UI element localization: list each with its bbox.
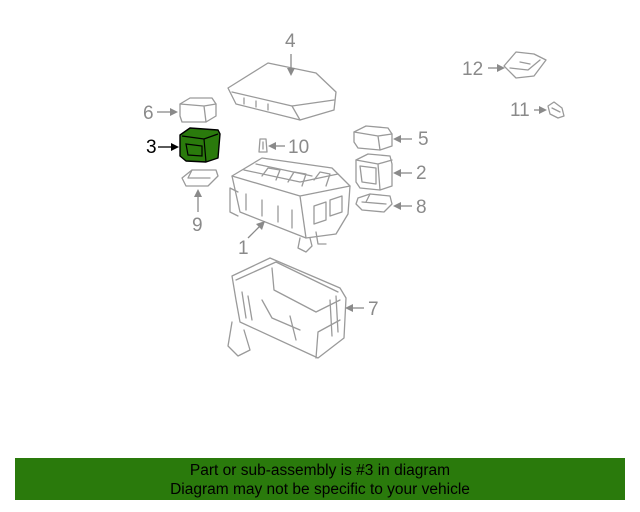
arrow-12 xyxy=(497,64,505,72)
part-1-fuse-box[interactable] xyxy=(229,157,351,253)
arrow-9 xyxy=(194,189,202,197)
callout-10: 10 xyxy=(288,137,309,158)
info-banner: Part or sub-assembly is #3 in diagram Di… xyxy=(15,458,625,500)
callout-6: 6 xyxy=(143,103,154,124)
arrow-6 xyxy=(170,108,178,116)
arrow-7 xyxy=(345,304,353,312)
arrow-8 xyxy=(393,202,401,210)
callout-8: 8 xyxy=(416,197,427,218)
part-6-relay-cover[interactable] xyxy=(179,97,217,123)
arrow-5 xyxy=(393,135,401,143)
part-5-relay-cover[interactable] xyxy=(353,125,393,151)
part-10-clip[interactable] xyxy=(258,138,268,153)
banner-line-2: Diagram may not be specific to your vehi… xyxy=(170,481,470,498)
arrow-4 xyxy=(287,68,295,76)
callout-11: 11 xyxy=(510,100,530,121)
part-2-relay-holder[interactable] xyxy=(355,153,393,191)
arrow-10 xyxy=(268,142,276,150)
arrow-1 xyxy=(256,221,265,230)
exploded-parts-diagram: 4 6 3 10 9 xyxy=(143,31,565,359)
part-4-cover[interactable] xyxy=(227,62,337,121)
callout-9: 9 xyxy=(192,215,203,236)
arrow-2 xyxy=(393,169,401,177)
callout-2: 2 xyxy=(416,163,427,184)
leader-1 xyxy=(247,225,261,239)
callout-5: 5 xyxy=(418,129,429,150)
part-7-tray[interactable] xyxy=(227,257,347,359)
callout-3: 3 xyxy=(146,137,157,158)
callout-1: 1 xyxy=(238,238,249,259)
banner-line-1: Part or sub-assembly is #3 in diagram xyxy=(189,462,451,479)
part-3-highlighted[interactable] xyxy=(179,127,221,163)
callout-12: 12 xyxy=(462,59,483,80)
part-11-clip[interactable] xyxy=(547,101,565,119)
part-12-connector[interactable] xyxy=(503,51,547,79)
arrow-3 xyxy=(171,143,179,151)
arrow-11 xyxy=(539,106,547,114)
part-9-bracket[interactable] xyxy=(181,169,219,187)
callout-4: 4 xyxy=(285,31,296,52)
part-8-bracket[interactable] xyxy=(355,193,393,213)
callout-7: 7 xyxy=(368,299,379,320)
